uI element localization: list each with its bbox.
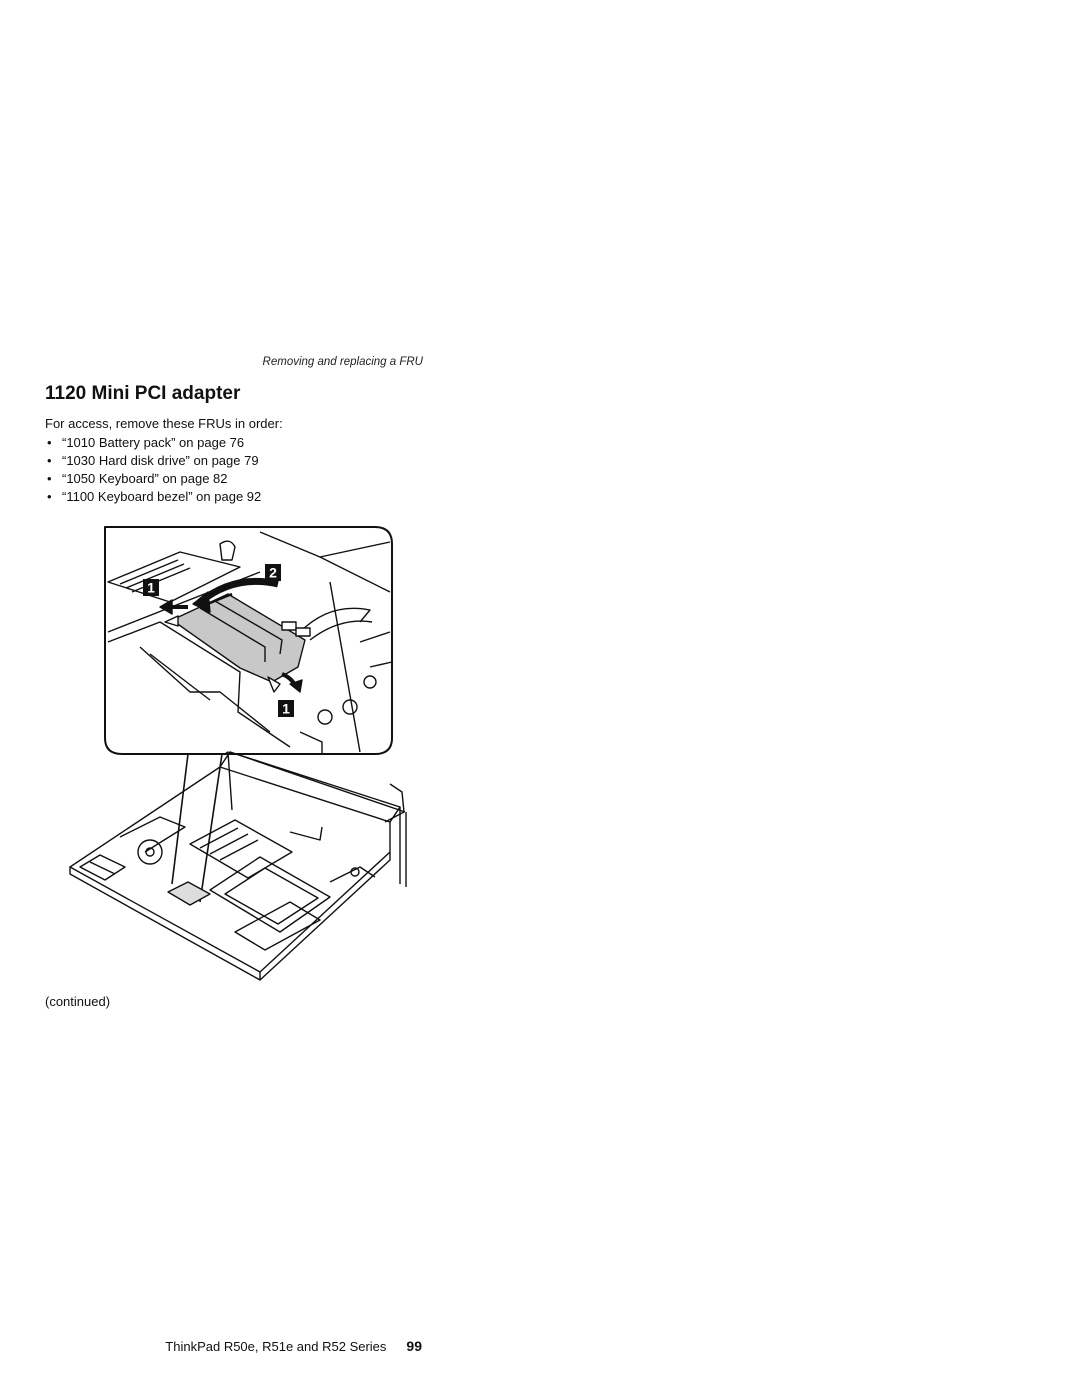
callout-1-bottom: 1 <box>278 700 294 717</box>
fru-prerequisite-list: • “1010 Battery pack” on page 76 • “1030 H… <box>45 434 261 506</box>
list-item: • “1010 Battery pack” on page 76 <box>45 434 261 452</box>
bullet-icon: • <box>47 435 52 450</box>
bullet-icon: • <box>47 453 52 468</box>
continued-note: (continued) <box>45 994 111 1009</box>
list-item: • “1100 Keyboard bezel” on page 92 <box>45 488 261 506</box>
section-title: 1120 Mini PCI adapter <box>45 383 241 404</box>
callout-2: 2 <box>265 564 281 581</box>
list-item: • “1050 Keyboard” on page 82 <box>45 470 261 488</box>
mini-pci-removal-illustration: 1 2 1 <box>69 526 407 981</box>
list-item-text: “1050 Keyboard” on page 82 <box>62 471 228 486</box>
svg-text:1: 1 <box>282 701 290 717</box>
list-item-text: “1030 Hard disk drive” on page 79 <box>62 453 259 468</box>
access-intro: For access, remove these FRUs in order: <box>45 416 283 431</box>
running-head: Removing and replacing a FRU <box>262 356 423 368</box>
list-item-text: “1010 Battery pack” on page 76 <box>62 435 245 450</box>
list-item-text: “1100 Keyboard bezel” on page 92 <box>62 489 262 504</box>
svg-text:2: 2 <box>269 565 277 581</box>
svg-text:1: 1 <box>147 580 155 596</box>
callout-1-top: 1 <box>143 579 159 596</box>
book-title: ThinkPad R50e, R51e and R52 Series <box>165 1339 387 1354</box>
page-footer: ThinkPad R50e, R51e and R52 Series 99 <box>165 1338 422 1354</box>
bullet-icon: • <box>47 471 52 486</box>
list-item: • “1030 Hard disk drive” on page 79 <box>45 452 261 470</box>
bullet-icon: • <box>47 489 52 504</box>
page-number: 99 <box>406 1338 422 1354</box>
